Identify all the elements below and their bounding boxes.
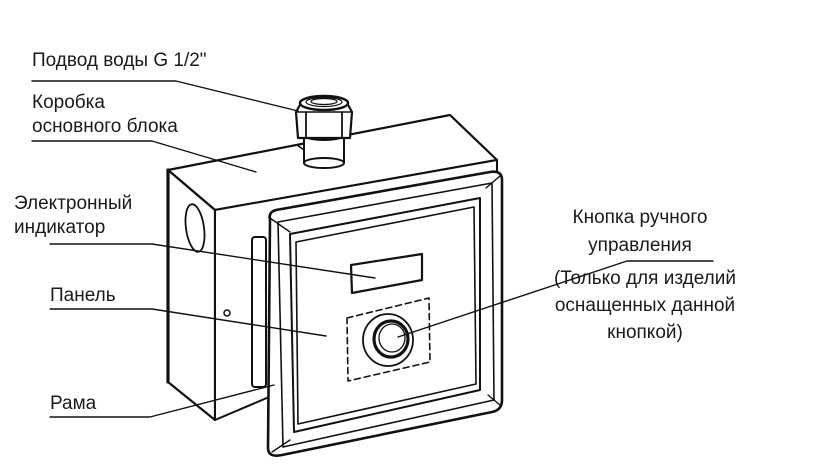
label-button-note3: кнопкой) <box>607 322 683 343</box>
label-button-note2: оснащенных данной <box>554 295 736 316</box>
label-box-line1: Коробка <box>32 92 105 113</box>
leader-water-inlet <box>31 80 299 112</box>
label-button-line2: управления <box>588 235 692 256</box>
leader-button <box>397 260 714 338</box>
water-inlet-fitting <box>294 94 354 169</box>
label-box-line2: основного блока <box>32 116 178 137</box>
leader-indicator <box>49 243 376 279</box>
label-frame: Рама <box>50 393 97 414</box>
label-indicator-line1: Электронный <box>14 193 133 214</box>
label-indicator-line2: индикатор <box>14 217 106 238</box>
frame <box>251 236 267 388</box>
label-button-note1: (Только для изделий <box>554 268 736 289</box>
screw-icon <box>223 309 231 317</box>
electronic-indicator <box>349 252 424 295</box>
leader-lines <box>31 80 714 418</box>
leader-panel <box>49 308 327 337</box>
leader-box <box>31 140 257 173</box>
leader-frame <box>49 384 275 418</box>
manual-button <box>346 297 431 382</box>
label-panel: Панель <box>50 285 116 306</box>
label-water-inlet: Подвод воды G 1/2" <box>32 50 207 71</box>
label-button-line1: Кнопка ручного <box>572 207 708 228</box>
